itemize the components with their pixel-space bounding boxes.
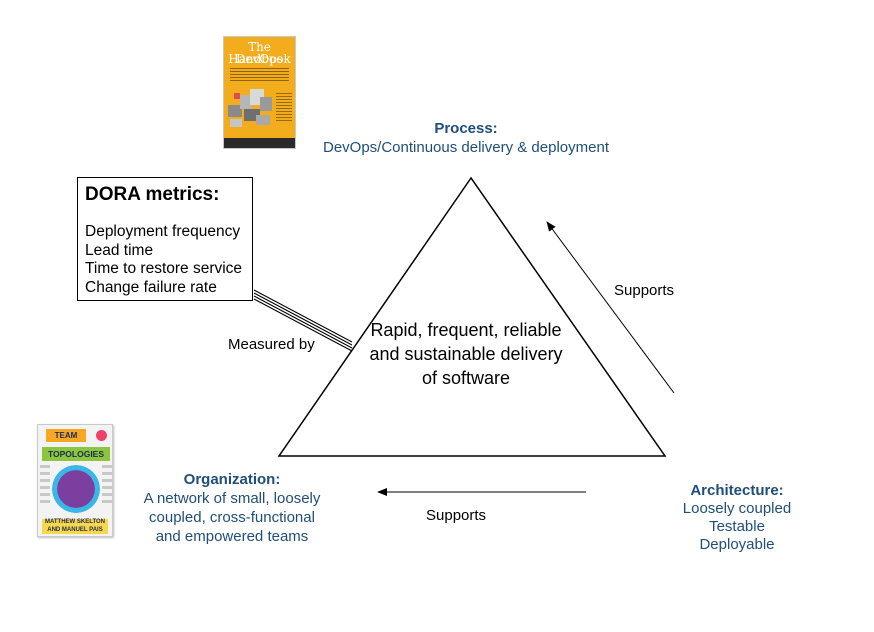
dora-item-lead-time: Lead time: [85, 241, 154, 259]
team-topologies-tag-team: TEAM: [46, 429, 86, 442]
architecture-line-2: Testable: [709, 518, 765, 535]
devops-handbook-cover: The DevOps Handbook: [223, 36, 296, 149]
team-topologies-tag-topologies: TOPOLOGIES: [42, 447, 110, 461]
architecture-title: Architecture:: [690, 482, 784, 499]
measured-by-connector: [253, 289, 353, 352]
team-topologies-pattern-left: [40, 465, 50, 505]
dora-item-time-to-restore: Time to restore service: [85, 260, 243, 277]
supports-arrow-right: [546, 221, 675, 394]
triangle-center-text: Rapid, frequent, reliable and sustainabl…: [369, 320, 563, 388]
process-title: Process:: [434, 120, 498, 137]
dora-title: DORA metrics:: [85, 184, 220, 205]
devops-handbook-title-line2: Handbook: [228, 52, 291, 66]
team-topologies-cover: TEAM TOPOLOGIES MATTHEW SKELTON AND MANU…: [37, 424, 113, 537]
organization-line-2: coupled, cross-functional: [149, 509, 315, 526]
architecture-label: Architecture: Loosely coupled Testable D…: [662, 482, 812, 554]
delivery-triangle: [277, 176, 667, 457]
organization-title: Organization:: [183, 471, 281, 488]
devops-handbook-artwork: [228, 89, 272, 127]
process-text: DevOps/Continuous delivery & deployment: [323, 139, 609, 156]
team-topologies-red-dot: [96, 430, 107, 441]
process-label: Process: DevOps/Continuous delivery & de…: [298, 120, 634, 156]
team-topologies-pattern-right: [102, 465, 112, 505]
dora-metrics-box: DORA metrics: Deployment frequency Lead …: [77, 177, 253, 301]
architecture-line-1: Loosely coupled: [682, 500, 792, 517]
team-topologies-circle: [52, 465, 100, 513]
dora-item-deployment-frequency: Deployment frequency: [85, 223, 241, 240]
architecture-line-3: Deployable: [699, 536, 775, 553]
organization-label: Organization: A network of small, loosel…: [112, 471, 352, 546]
supports-label-bottom: Supports: [426, 507, 487, 524]
organization-line-3: and empowered teams: [155, 528, 309, 545]
organization-line-1: A network of small, loosely: [143, 490, 321, 507]
team-topologies-authors: MATTHEW SKELTON AND MANUEL PAIS: [42, 519, 108, 534]
supports-label-right: Supports: [614, 282, 675, 299]
devops-handbook-subtitle-lines: [230, 68, 289, 82]
dora-item-change-failure-rate: Change failure rate: [85, 278, 217, 296]
devops-handbook-title-line1: The DevOps: [235, 40, 284, 66]
devops-handbook-bottom-band: [224, 138, 295, 148]
measured-by-label: Measured by: [228, 336, 315, 353]
devops-handbook-authors: [276, 93, 292, 121]
